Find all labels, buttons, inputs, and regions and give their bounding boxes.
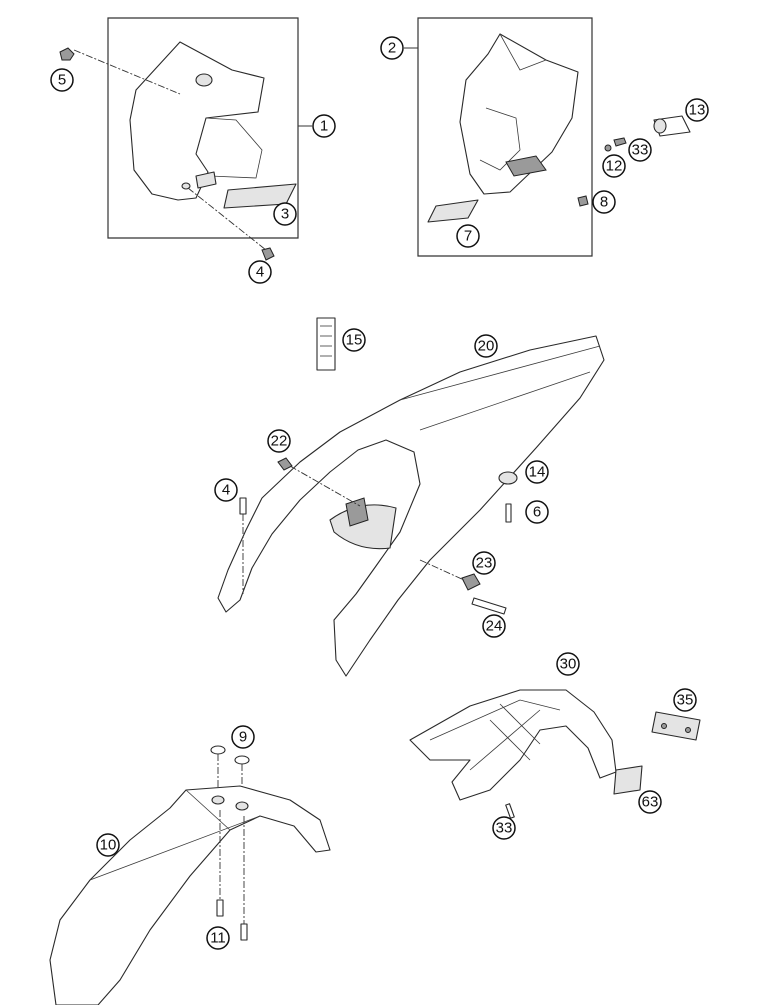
washer-9 (210, 745, 250, 765)
number-plate-part (129, 41, 265, 201)
callout-23: 23 (472, 551, 496, 575)
svg-text:2: 2 (388, 40, 396, 57)
air-filter-cover-15 (316, 317, 336, 371)
assembly-frame-2 (404, 17, 593, 257)
callout-2: 2 (380, 36, 404, 60)
svg-text:6: 6 (533, 504, 541, 521)
callout-3: 3 (273, 202, 297, 226)
callout-33-lower: 33 (492, 816, 516, 840)
svg-text:12: 12 (606, 158, 623, 175)
assembly-frame-1 (107, 17, 312, 239)
svg-text:3: 3 (281, 206, 289, 223)
svg-text:5: 5 (58, 72, 66, 89)
svg-text:10: 10 (100, 837, 117, 854)
svg-text:13: 13 (689, 102, 706, 119)
callout-12: 12 (602, 154, 626, 178)
callout-63: 63 (638, 790, 662, 814)
pad-63 (613, 765, 643, 795)
svg-text:9: 9 (239, 729, 247, 746)
callout-15: 15 (342, 328, 366, 352)
svg-text:24: 24 (486, 618, 503, 635)
svg-text:22: 22 (271, 433, 288, 450)
callout-20: 20 (474, 334, 498, 358)
svg-text:35: 35 (677, 692, 694, 709)
svg-text:20: 20 (478, 338, 495, 355)
callout-7: 7 (456, 224, 480, 248)
callout-5: 5 (50, 68, 74, 92)
svg-text:4: 4 (222, 482, 230, 499)
callout-33-upper: 33 (628, 138, 652, 162)
svg-text:63: 63 (642, 794, 659, 811)
svg-text:30: 30 (560, 656, 577, 673)
callout-6: 6 (525, 500, 549, 524)
callout-8: 8 (592, 190, 616, 214)
rubber-14 (498, 471, 518, 485)
screw-8 (577, 195, 589, 207)
screw-4-top (261, 247, 275, 261)
callout-4-top: 4 (248, 260, 272, 284)
screw-4-mid (239, 497, 247, 515)
callout-9: 9 (231, 725, 255, 749)
bolt-24 (471, 597, 507, 615)
callout-30: 30 (556, 652, 580, 676)
nut-23 (461, 573, 481, 591)
svg-text:8: 8 (600, 194, 608, 211)
callout-11: 11 (206, 926, 230, 950)
rear-fender-part (217, 335, 605, 677)
svg-text:33: 33 (496, 820, 513, 837)
svg-text:15: 15 (346, 332, 363, 349)
small-hardware-12 (604, 137, 627, 152)
svg-text:7: 7 (464, 228, 472, 245)
screws-11 (216, 899, 248, 941)
side-panel-30 (409, 689, 617, 801)
screw-6 (505, 503, 512, 523)
front-fender-part (49, 785, 331, 1005)
callout-35: 35 (673, 688, 697, 712)
callout-14: 14 (525, 460, 549, 484)
callout-10: 10 (96, 833, 120, 857)
svg-text:33: 33 (632, 142, 649, 159)
callout-1: 1 (312, 114, 336, 138)
screw-5 (59, 47, 75, 61)
callout-13: 13 (685, 98, 709, 122)
reflector-35 (651, 711, 701, 741)
callout-4-mid: 4 (214, 478, 238, 502)
headlight-mask-part (459, 33, 579, 195)
callout-24: 24 (482, 614, 506, 638)
svg-text:4: 4 (256, 264, 264, 281)
headlight-sticker (427, 199, 479, 223)
svg-text:23: 23 (476, 555, 493, 572)
svg-text:1: 1 (320, 118, 328, 135)
headlight-clamp-13 (653, 115, 691, 137)
svg-text:11: 11 (210, 930, 226, 947)
screw-33-lower (505, 803, 515, 819)
callout-22: 22 (267, 429, 291, 453)
svg-text:14: 14 (529, 464, 546, 481)
screw-22 (277, 457, 293, 471)
